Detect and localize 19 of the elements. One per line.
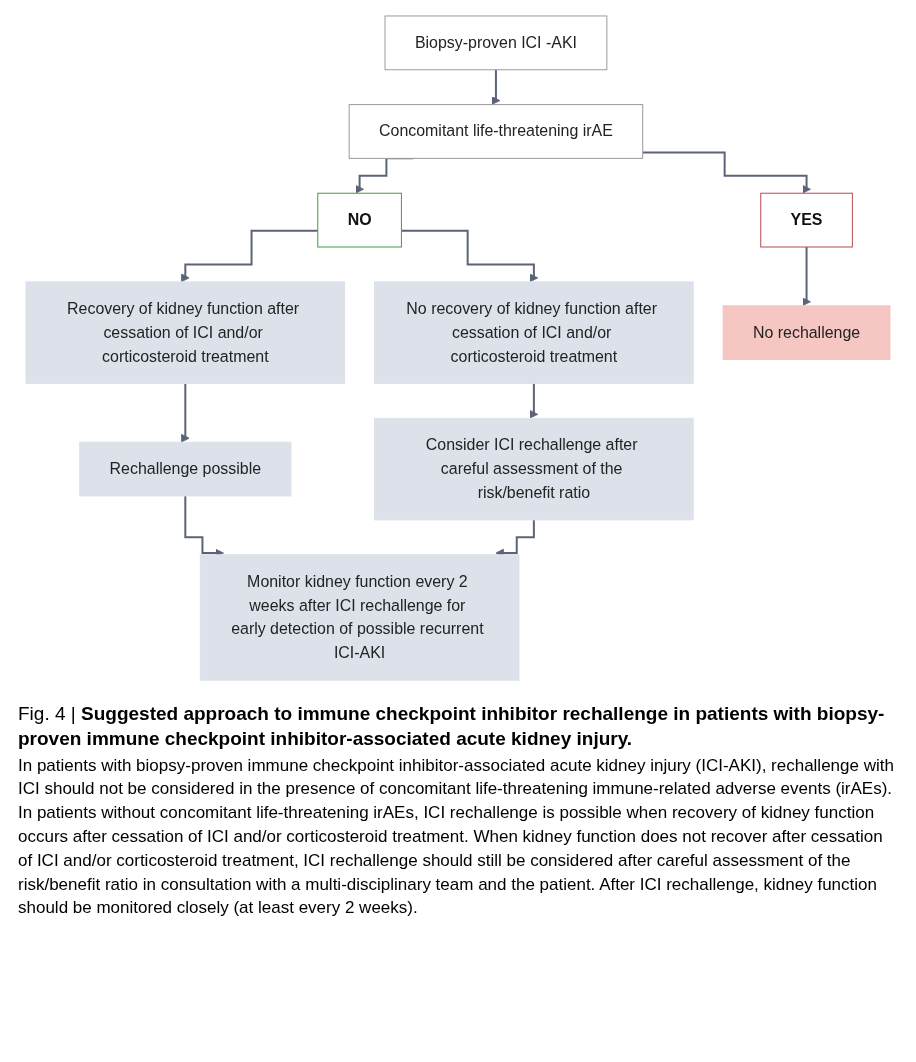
node-box: Recovery of kidney function after cessation of ICI and/or corticosteroid treatment [25,281,346,384]
node-box: NO [317,192,402,248]
node-box: No rechallenge [722,305,891,361]
node-box: YES [760,192,853,248]
arrow [180,229,319,283]
node-box: Consider ICI rechallenge after careful assessment of the risk/benefit ratio [374,417,694,521]
arrow [400,229,539,283]
figure-title: Fig. 4 | Suggested approach to immune checkpoint inhibitor rechallenge in patients with biopsy-proven immune checkpoint inhibitor-associated acute kidney injury. [18,702,886,751]
arrow [802,246,811,307]
arrow [529,382,539,419]
node-box: Biopsy-proven ICI -AKI [384,15,608,71]
node-box: No recovery of kidney function after cessation of ICI and/or corticosteroid treatment [374,281,694,384]
node-box: Rechallenge possible [79,441,292,497]
node-box: Concomitant life-threatening irAE [348,104,644,159]
arrow [641,151,811,194]
arrow [491,68,501,105]
node-box: Monitor kidney function every 2 weeks after ICI rechallenge for early detection of possible recurrent ICI-AKI [199,554,520,681]
arrow [180,382,190,443]
figure-caption: In patients with biopsy-proven immune checkpoint inhibitor-associated acute kidney injury (ICI-AKI), rechallenge with ICI should not be considered in the presence of concomitant life-threatening immune-related adverse events (irAEs). In patients without concomitant life-threatening irAEs, ICI rechallenge is possible when recovery of kidney function occurs after cessation of ICI and/or corticosteroid treatment. When kidney function does not recover after cessation of ICI and/or corticosteroid treatment, ICI rechallenge should still be considered after careful assessment of the risk/benefit ratio in consultation with a multi-disciplinary team and the patient. After ICI rechallenge, kidney function should be monitored closely (at least every 2 weeks). [18,754,895,920]
